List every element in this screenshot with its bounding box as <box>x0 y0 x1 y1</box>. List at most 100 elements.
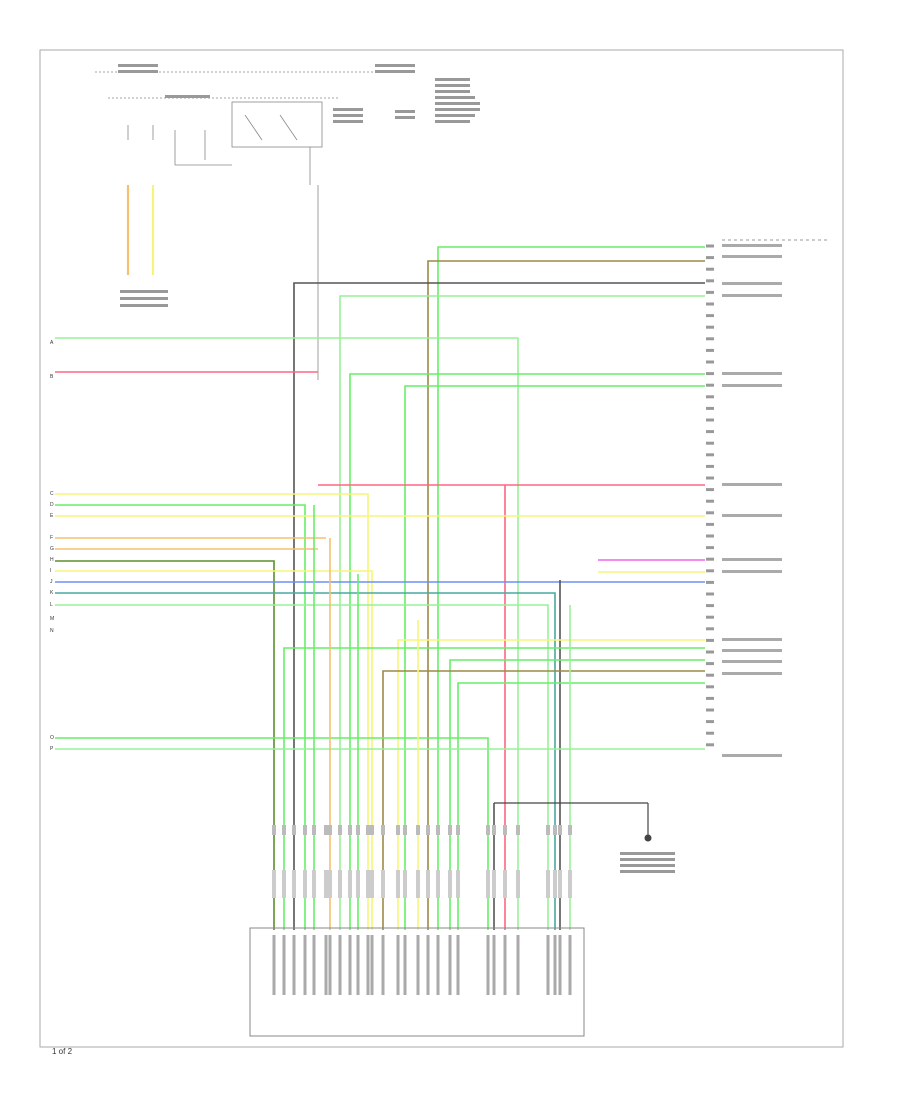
left-pin-label: B <box>50 374 54 380</box>
bottom-pin-marker <box>324 825 328 835</box>
bottom-wire-label <box>486 870 490 898</box>
wire-25 <box>283 647 705 930</box>
bottom-pin <box>456 935 460 995</box>
left-pin-label: K <box>50 590 54 596</box>
bottom-pin <box>403 935 407 995</box>
bottom-wire-label <box>516 870 520 898</box>
module-pin <box>706 708 714 712</box>
left-pin-label: L <box>50 602 53 608</box>
left-pin-label: N <box>50 628 54 634</box>
top-fine-print <box>118 64 480 123</box>
bottom-pin <box>338 935 342 995</box>
left-pin-label: C <box>50 491 54 497</box>
wire-5 <box>55 337 519 930</box>
bottom-pin <box>516 935 520 995</box>
module-pin-text <box>722 514 782 517</box>
left-connector <box>120 185 168 307</box>
left-pin-label: P <box>50 746 54 752</box>
bottom-pin-marker <box>272 825 276 835</box>
module-pin-text <box>722 754 782 757</box>
bottom-pin <box>356 935 360 995</box>
bottom-wire-label <box>553 870 557 898</box>
module-pin <box>706 534 714 538</box>
bottom-pin-marker <box>356 825 360 835</box>
bottom-pin <box>381 935 385 995</box>
bottom-wire-label <box>403 870 407 898</box>
module-pin <box>706 546 714 550</box>
bottom-pin-marker <box>348 825 352 835</box>
module-pin <box>706 673 714 677</box>
left-pin-label: I <box>50 568 51 574</box>
module-pin <box>706 395 714 399</box>
bottom-pin <box>303 935 307 995</box>
bottom-pin-marker <box>546 825 550 835</box>
bottom-pin-marker <box>426 825 430 835</box>
bottom-pin <box>370 935 374 995</box>
left-pin-label: D <box>50 502 54 508</box>
bottom-wire-label <box>292 870 296 898</box>
module-pin <box>706 244 714 248</box>
bottom-pin <box>436 935 440 995</box>
left-pin-label: A <box>50 340 54 346</box>
bottom-pin <box>292 935 296 995</box>
module-pin <box>706 569 714 573</box>
wire-11 <box>55 493 369 930</box>
bottom-wire-label <box>338 870 342 898</box>
wire-16 <box>55 560 275 930</box>
module-pin <box>706 511 714 515</box>
ground-symbol <box>494 802 675 873</box>
bottom-wire-label <box>492 870 496 898</box>
bottom-pin <box>396 935 400 995</box>
module-pin <box>706 337 714 341</box>
bottom-wire-label <box>381 870 385 898</box>
wire-19 <box>55 592 556 930</box>
module-pin <box>706 383 714 387</box>
module-pin <box>706 372 714 376</box>
bottom-pin-marker <box>328 825 332 835</box>
wire-26 <box>449 659 705 930</box>
module-pin <box>706 430 714 434</box>
bottom-pin-marker <box>338 825 342 835</box>
bottom-pin <box>272 935 276 995</box>
bottom-pin-marker <box>553 825 557 835</box>
wire-27 <box>382 670 705 930</box>
module-pin <box>706 650 714 654</box>
module-pin <box>706 592 714 596</box>
module-pin <box>706 348 714 352</box>
bottom-wire-label <box>356 870 360 898</box>
module-pin <box>706 464 714 468</box>
module-pin-text <box>722 244 782 247</box>
bottom-pin <box>503 935 507 995</box>
module-pin <box>706 314 714 318</box>
bottom-component-box <box>249 927 585 1037</box>
module-pin-text <box>722 282 782 285</box>
bottom-wire-label <box>546 870 550 898</box>
wire-17 <box>55 570 373 930</box>
module-pin <box>706 453 714 457</box>
bottom-wire-label <box>426 870 430 898</box>
bottom-wire-label <box>568 870 572 898</box>
left-pin-label: O <box>50 735 54 741</box>
module-pin-text <box>722 638 782 641</box>
wire-28 <box>457 682 705 930</box>
module-pin <box>706 685 714 689</box>
wires-group <box>55 246 705 930</box>
module-pin-text <box>722 255 782 258</box>
module-pin <box>706 441 714 445</box>
module-pin-text <box>722 558 782 561</box>
module-pin-column <box>706 239 828 757</box>
bottom-pin-marker <box>381 825 385 835</box>
bottom-pin-marker <box>312 825 316 835</box>
bottom-pin-marker <box>503 825 507 835</box>
bottom-wire-label <box>282 870 286 898</box>
bottom-wire-label <box>366 870 370 898</box>
wire-4 <box>339 295 705 930</box>
bottom-wire-label <box>503 870 507 898</box>
module-pin <box>706 488 714 492</box>
module-pin-text <box>722 483 782 486</box>
bottom-pin-marker <box>568 825 572 835</box>
wire-2 <box>427 260 705 930</box>
bottom-wire-label <box>328 870 332 898</box>
